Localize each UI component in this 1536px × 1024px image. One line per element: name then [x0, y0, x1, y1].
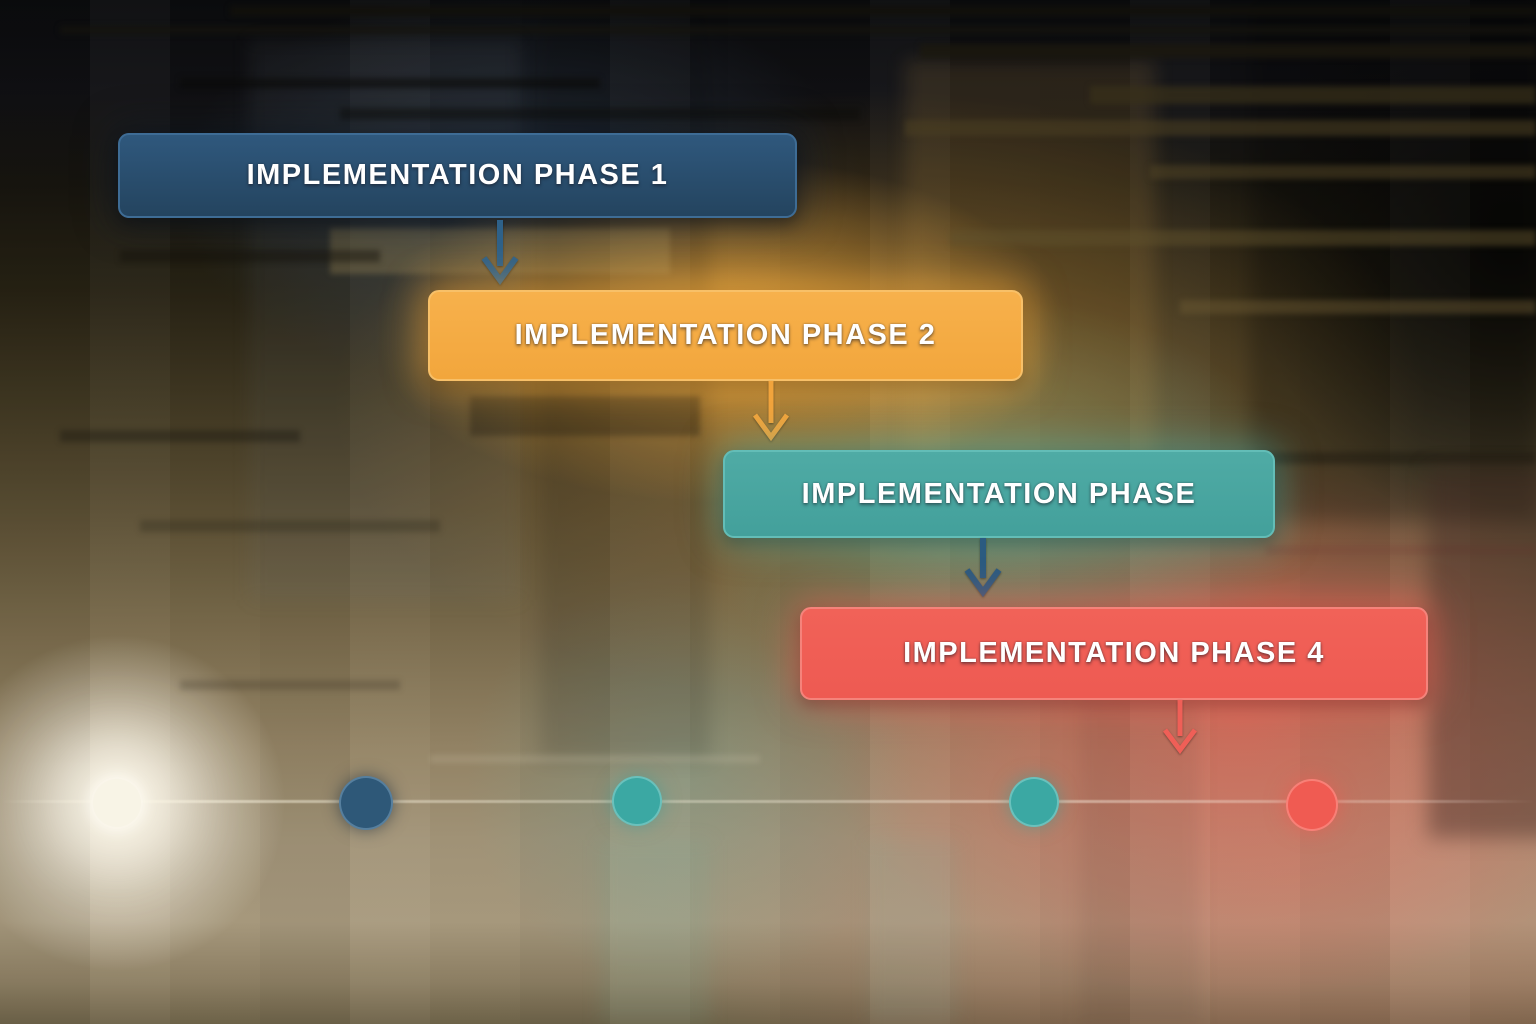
glitch-bar	[905, 120, 1536, 136]
glitch-bar	[60, 430, 300, 442]
timeline-axis	[0, 800, 1536, 803]
glitch-bar	[1090, 86, 1536, 104]
background-vertical-band	[600, 840, 710, 1024]
glitch-bar	[140, 520, 440, 532]
glitch-bar	[340, 108, 860, 120]
glitch-bar	[230, 6, 1536, 16]
phase-2-box: IMPLEMENTATION PHASE 2	[428, 290, 1023, 381]
timeline-dot-milestone-2	[339, 776, 393, 830]
glitch-bar	[1266, 545, 1536, 555]
glitch-bar	[920, 44, 1536, 58]
glitch-bar	[950, 230, 1536, 246]
connector-arrow-4-icon	[1163, 700, 1197, 755]
connector-arrow-3-icon	[964, 538, 1002, 598]
background-vertical-band	[868, 840, 958, 1024]
phase-2-label: IMPLEMENTATION PHASE 2	[514, 319, 937, 351]
timeline-dot-milestone-4	[1009, 777, 1059, 827]
connector-arrow-1-icon	[481, 220, 519, 286]
glitch-bar	[180, 680, 400, 690]
connector-arrow-2-icon	[752, 381, 790, 442]
glitch-bar	[60, 26, 1536, 34]
background-vertical-band	[1250, 0, 1536, 520]
glitch-bar	[1180, 300, 1536, 314]
glitch-bar	[120, 250, 380, 262]
background-dark-block	[1428, 468, 1536, 838]
timeline-dot-milestone-5	[1286, 779, 1338, 831]
phase-1-label: IMPLEMENTATION PHASE 1	[246, 159, 669, 191]
glitch-bar	[180, 78, 600, 88]
glitch-bar	[1260, 452, 1536, 464]
glitch-bar	[430, 755, 760, 763]
glitch-bar	[1150, 165, 1536, 179]
phase-4-box: IMPLEMENTATION PHASE 4	[800, 607, 1428, 700]
phase-3-box: IMPLEMENTATION PHASE	[723, 450, 1275, 538]
phase-1-box: IMPLEMENTATION PHASE 1	[118, 133, 797, 218]
glitch-bar	[470, 396, 700, 436]
timeline-dot-milestone-3	[612, 776, 662, 826]
phase-4-label: IMPLEMENTATION PHASE 4	[903, 637, 1325, 669]
phase-3-label: IMPLEMENTATION PHASE	[801, 477, 1197, 510]
timeline-dot-milestone-1	[93, 779, 141, 827]
